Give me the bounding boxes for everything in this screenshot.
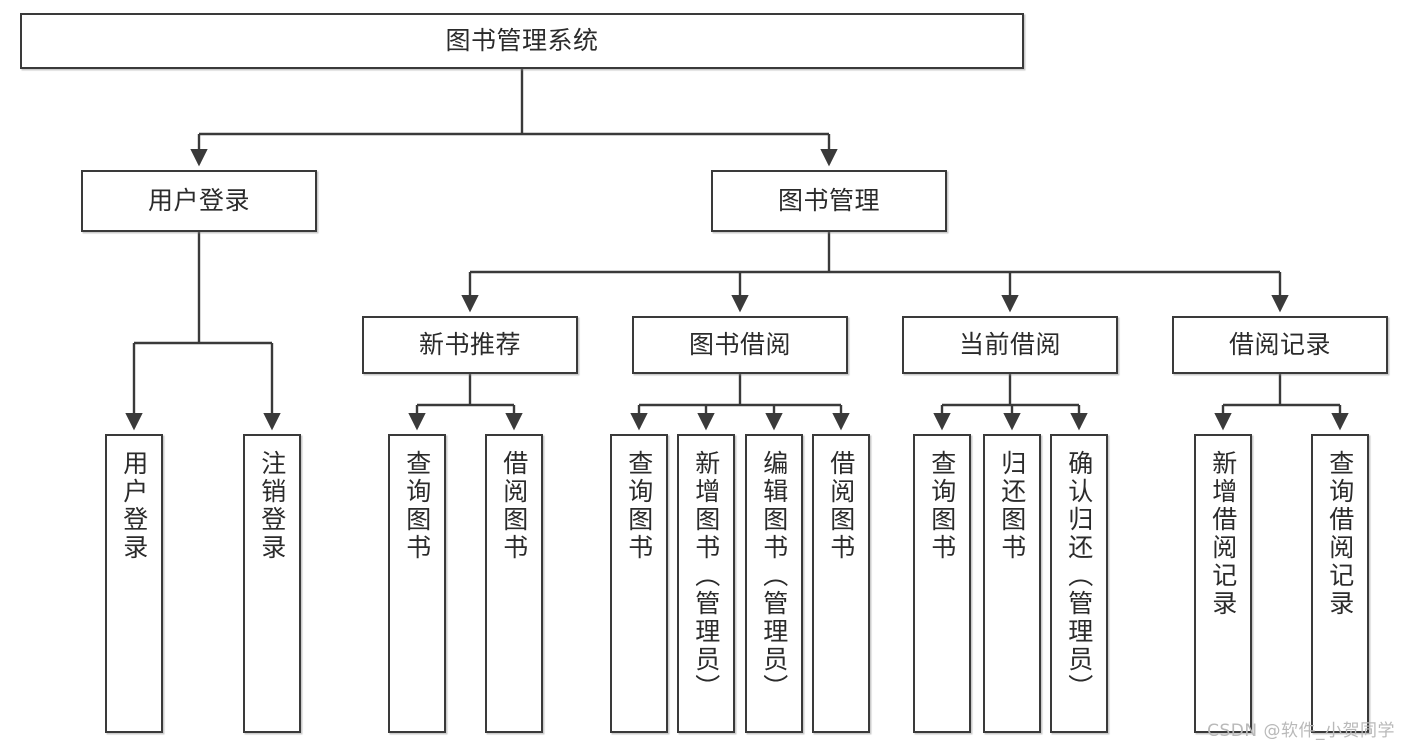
leaf-borrow-book-new[interactable]: 借阅图书 [485,434,543,733]
leaf-user-login[interactable]: 用户登录 [105,434,163,733]
node-book-management-label: 图书管理 [777,186,880,216]
csdn-watermark: CSDN @软件_小贺同学 [1207,721,1395,741]
leaf-borrow-book-label: 借阅图书 [826,450,856,562]
node-root[interactable]: 图书管理系统 [20,13,1024,69]
leaf-add-borrow-record-label: 新增借阅记录 [1208,450,1238,618]
leaf-return-book[interactable]: 归还图书 [983,434,1041,733]
node-current-borrow-label: 当前借阅 [958,330,1061,360]
node-book-borrow[interactable]: 图书借阅 [632,316,848,374]
leaf-add-borrow-record[interactable]: 新增借阅记录 [1194,434,1252,733]
leaf-logout[interactable]: 注销登录 [243,434,301,733]
leaf-return-book-label: 归还图书 [997,450,1027,562]
leaf-logout-label: 注销登录 [257,450,287,562]
leaf-confirm-return-admin[interactable]: 确认归还（管理员） [1050,434,1108,733]
node-new-book-recommend[interactable]: 新书推荐 [362,316,578,374]
leaf-add-book-admin-label: 新增图书（管理员） [691,450,721,702]
leaf-add-book-admin[interactable]: 新增图书（管理员） [677,434,735,733]
leaf-query-book-label: 查询图书 [624,450,654,562]
node-borrow-record-label: 借阅记录 [1228,330,1331,360]
leaf-query-book-new[interactable]: 查询图书 [388,434,446,733]
leaf-user-login-label: 用户登录 [119,450,149,562]
leaf-query-book-current-label: 查询图书 [927,450,957,562]
node-user-login-label: 用户登录 [147,186,250,216]
node-new-book-recommend-label: 新书推荐 [418,330,521,360]
leaf-query-borrow-record[interactable]: 查询借阅记录 [1311,434,1369,733]
leaf-query-book-current[interactable]: 查询图书 [913,434,971,733]
leaf-edit-book-admin-label: 编辑图书（管理员） [759,450,789,702]
node-book-borrow-label: 图书借阅 [688,330,791,360]
leaf-query-book-new-label: 查询图书 [402,450,432,562]
node-borrow-record[interactable]: 借阅记录 [1172,316,1388,374]
node-book-management[interactable]: 图书管理 [711,170,947,232]
leaf-confirm-return-admin-label: 确认归还（管理员） [1064,450,1094,702]
leaf-edit-book-admin[interactable]: 编辑图书（管理员） [745,434,803,733]
leaf-query-book[interactable]: 查询图书 [610,434,668,733]
leaf-borrow-book[interactable]: 借阅图书 [812,434,870,733]
node-user-login[interactable]: 用户登录 [81,170,317,232]
leaf-borrow-book-new-label: 借阅图书 [499,450,529,562]
node-current-borrow[interactable]: 当前借阅 [902,316,1118,374]
leaf-query-borrow-record-label: 查询借阅记录 [1325,450,1355,618]
node-root-label: 图书管理系统 [445,26,599,56]
